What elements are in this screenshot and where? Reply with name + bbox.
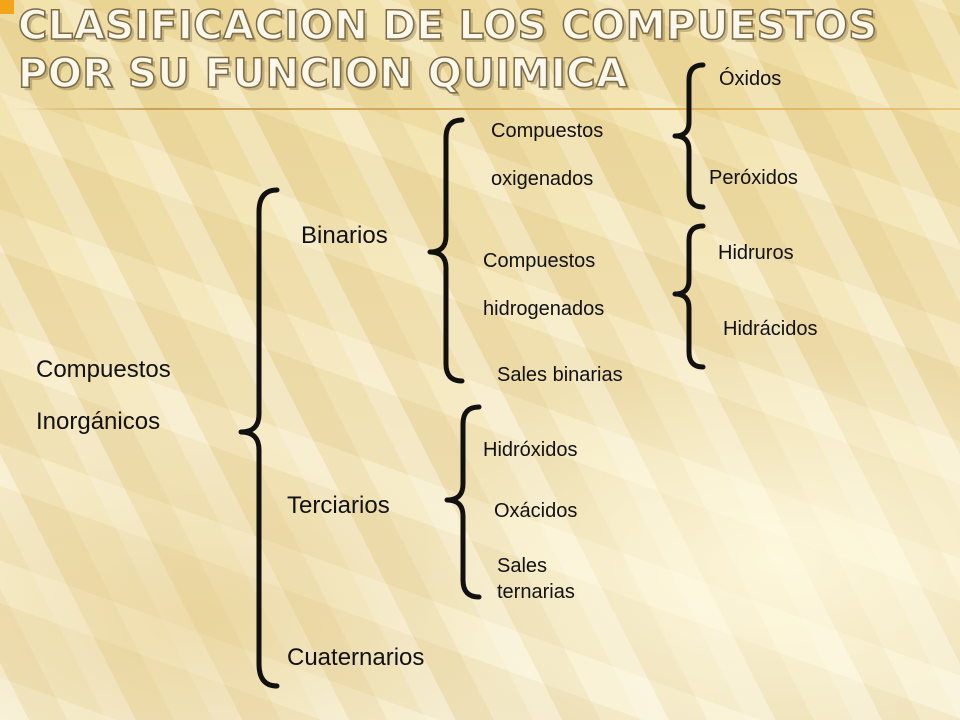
sales-ternarias-line-2: ternarias	[497, 581, 575, 603]
hidruros-label: Hidruros	[718, 242, 794, 264]
terciarios-label: Terciarios	[287, 492, 390, 519]
slide-title: CLASIFICACION DE LOS COMPUESTOS POR SU F…	[17, 2, 878, 98]
sales-ternarias-label: Sales ternarias	[497, 553, 575, 605]
hidroxidos-label: Hidróxidos	[483, 439, 578, 461]
sales-ternarias-line-1: Sales	[497, 555, 548, 577]
compuestos-oxigenados-line-2: oxigenados	[491, 168, 594, 190]
brace-binarios	[427, 117, 465, 384]
title-underline	[14, 108, 960, 110]
root-label-line-2: Inorgánicos	[36, 408, 161, 435]
binarios-label: Binarios	[301, 222, 388, 249]
compuestos-hidrogenados-label: Compuestos hidrogenados	[483, 237, 604, 333]
cuaternarios-label: Cuaternarios	[287, 644, 425, 671]
brace-oxigenados	[672, 62, 706, 210]
compuestos-oxigenados-label: Compuestos oxigenados	[491, 107, 603, 203]
title-line-1: CLASIFICACION DE LOS COMPUESTOS	[17, 2, 878, 50]
sales-binarias-label: Sales binarias	[497, 364, 623, 386]
root-label-line-1: Compuestos	[36, 356, 171, 383]
hidracidos-label: Hidrácidos	[723, 318, 818, 340]
oxacidos-label: Oxácidos	[494, 500, 578, 522]
brace-compuestos-inorganicos	[238, 187, 280, 689]
compuestos-oxigenados-line-1: Compuestos	[491, 120, 604, 142]
compuestos-hidrogenados-line-1: Compuestos	[483, 250, 596, 272]
peroxidos-label: Peróxidos	[709, 167, 798, 189]
corner-accent	[0, 0, 14, 14]
title-line-2: POR SU FUNCION QUIMICA	[17, 50, 628, 98]
compuestos-hidrogenados-line-2: hidrogenados	[483, 298, 605, 320]
root-label: Compuestos Inorgánicos	[36, 344, 171, 448]
brace-hidrogenados	[672, 223, 706, 370]
oxidos-label: Óxidos	[719, 68, 782, 90]
brace-terciarios	[444, 404, 482, 600]
